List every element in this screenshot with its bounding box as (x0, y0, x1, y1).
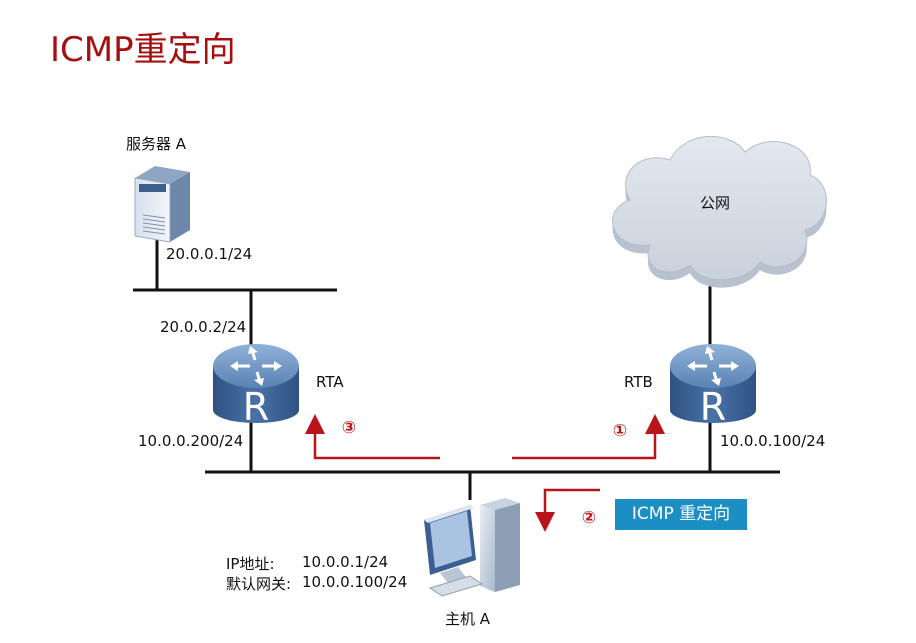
svg-text:R: R (700, 385, 726, 429)
server-icon (134, 166, 190, 243)
rtb-lower-ip-label: 10.0.0.100/24 (720, 432, 826, 450)
server-label: 服务器 A (126, 135, 187, 153)
flow-arrows (305, 414, 665, 532)
arrow-step-1 (512, 414, 665, 460)
host-ip-value: 10.0.0.1/24 (302, 553, 389, 571)
host-ip-key: IP地址: (226, 555, 275, 573)
router-rtb-icon: R (670, 344, 756, 429)
host-label: 主机 A (445, 610, 491, 628)
step-3-marker: ③ (341, 418, 357, 438)
router-rta-icon: R (213, 344, 299, 429)
cloud-label: 公网 (700, 194, 731, 212)
rtb-label: RTB (624, 373, 653, 391)
public-network-cloud (612, 135, 827, 288)
host-gateway-value: 10.0.0.100/24 (302, 573, 408, 591)
computer-icon (424, 498, 520, 597)
rta-label: RTA (316, 373, 344, 391)
arrow-step-3 (305, 414, 440, 460)
step-1-marker: ① (612, 421, 628, 441)
svg-text:R: R (243, 385, 269, 429)
step-2-marker: ② (581, 508, 597, 528)
arrow-step-2 (535, 488, 600, 532)
server-ip-label: 20.0.0.1/24 (166, 245, 253, 263)
icmp-redirect-badge: ICMP 重定向 (615, 499, 747, 530)
rta-upper-ip-label: 20.0.0.2/24 (160, 318, 247, 336)
page-title: ICMP重定向 (50, 30, 236, 70)
host-gateway-key: 默认网关: (226, 575, 292, 593)
rta-lower-ip-label: 10.0.0.200/24 (138, 432, 244, 450)
